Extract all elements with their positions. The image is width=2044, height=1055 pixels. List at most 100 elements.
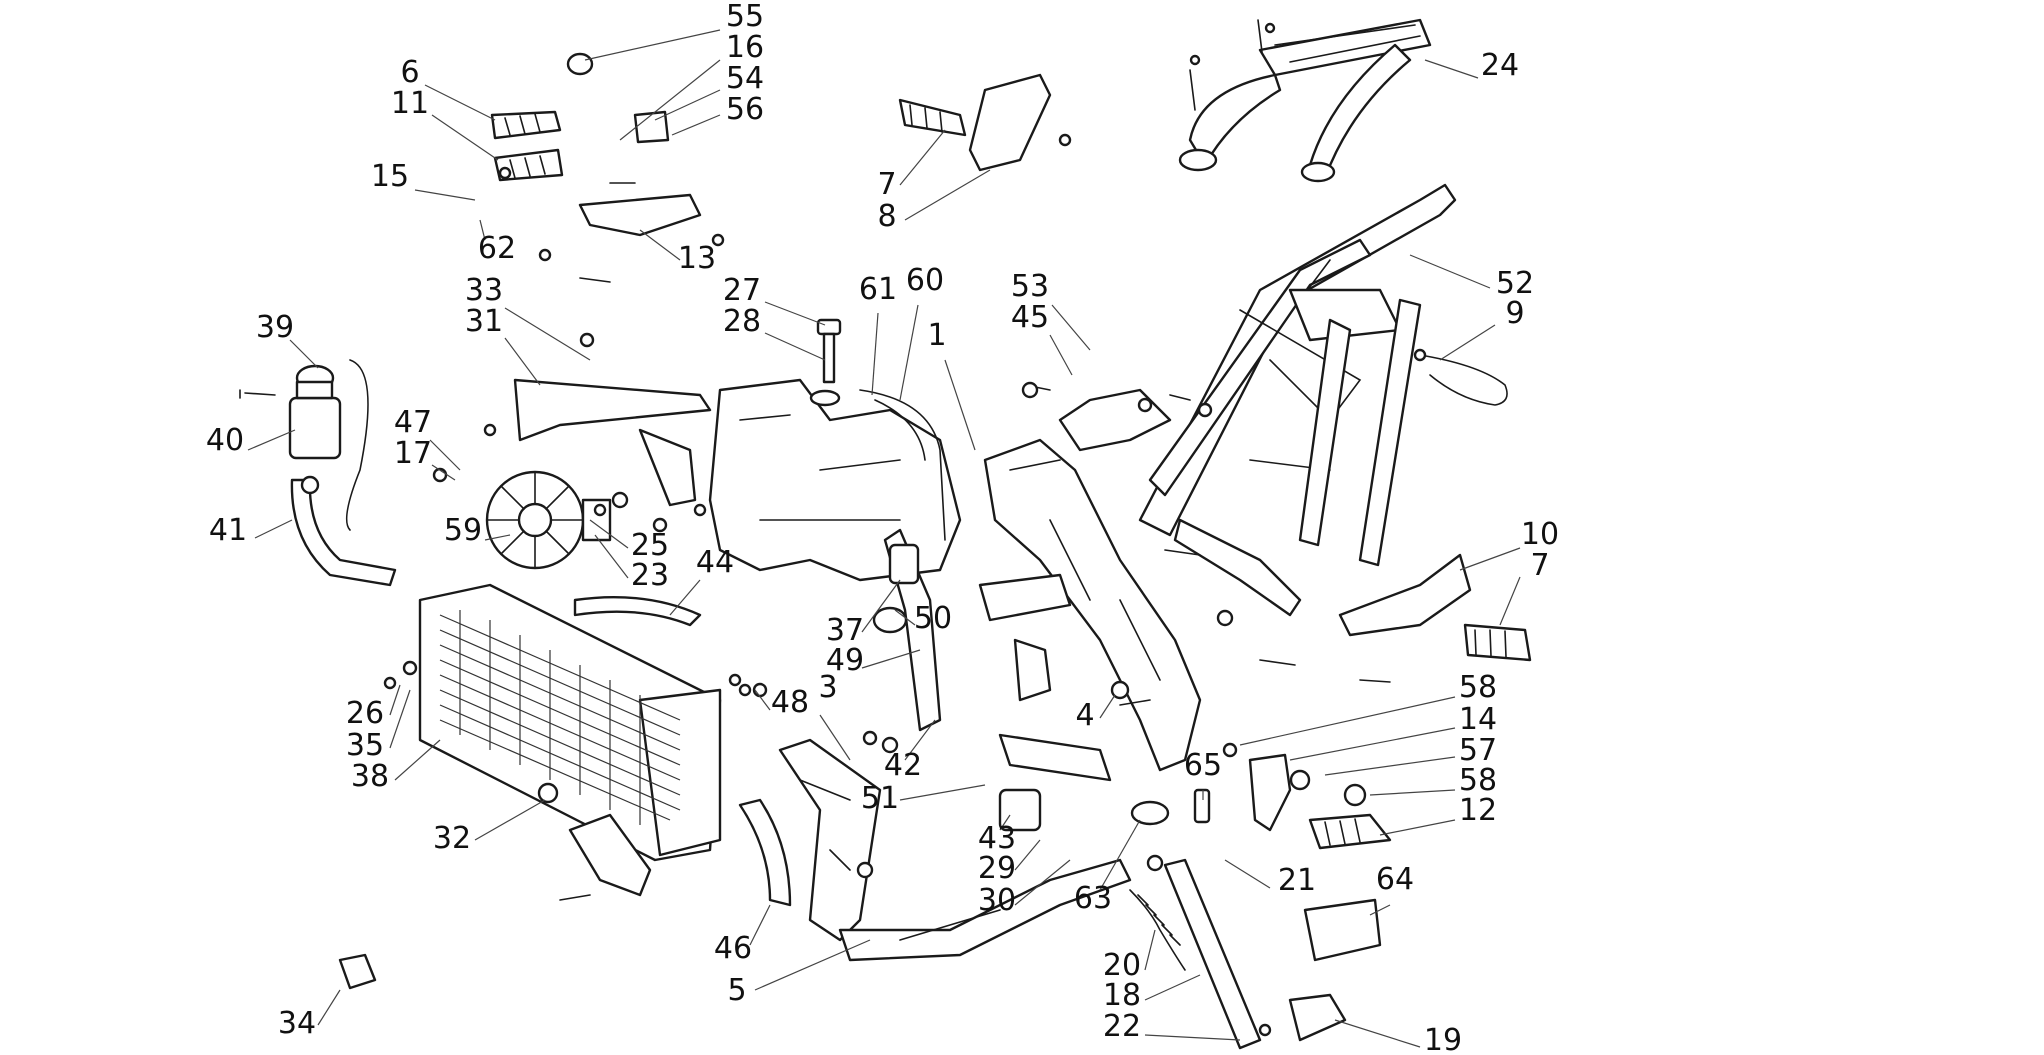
leader-line-58a bbox=[1239, 696, 1456, 746]
callout-label-43: 43 bbox=[978, 821, 1016, 856]
leader-line-32 bbox=[474, 799, 546, 841]
tank-part bbox=[708, 378, 962, 582]
footpeg-bracket-left-part bbox=[566, 52, 702, 237]
callout-label-32: 32 bbox=[433, 821, 471, 856]
leader-line-39 bbox=[289, 339, 319, 369]
shock-mount-part bbox=[872, 543, 1112, 832]
leader-line-33 bbox=[504, 307, 591, 361]
callout-label-7b: 7 bbox=[1530, 548, 1549, 583]
callout-label-53: 53 bbox=[1011, 269, 1049, 304]
leader-line-14 bbox=[1289, 727, 1456, 761]
fan-part bbox=[485, 470, 612, 570]
leader-line-24 bbox=[1424, 59, 1479, 79]
rear-subframe-part bbox=[1138, 183, 1457, 617]
leader-line-3 bbox=[819, 714, 851, 761]
leader-line-58b bbox=[1369, 789, 1456, 796]
leader-line-59 bbox=[484, 534, 511, 541]
radiator-part bbox=[418, 583, 722, 862]
leader-line-57 bbox=[1324, 756, 1456, 776]
leader-line-61 bbox=[871, 312, 879, 396]
leader-line-1 bbox=[944, 359, 976, 451]
leader-line-38 bbox=[394, 739, 441, 781]
leader-line-13 bbox=[639, 229, 681, 261]
callout-label-62: 62 bbox=[478, 231, 516, 266]
callout-label-18: 18 bbox=[1103, 978, 1141, 1013]
leader-line-45 bbox=[1049, 334, 1073, 376]
leader-line-28 bbox=[764, 332, 826, 361]
footpeg-left-part bbox=[490, 110, 564, 182]
callout-label-8: 8 bbox=[877, 199, 896, 234]
leader-line-30 bbox=[1014, 859, 1071, 906]
callout-label-27: 27 bbox=[723, 273, 761, 308]
leader-line-11 bbox=[431, 114, 499, 161]
leader-line-8 bbox=[904, 169, 991, 221]
callout-label-47: 47 bbox=[394, 405, 432, 440]
callout-label-20: 20 bbox=[1103, 948, 1141, 983]
leader-line-16 bbox=[619, 59, 721, 141]
leader-line-46 bbox=[749, 904, 771, 946]
leader-line-31 bbox=[504, 337, 541, 386]
callout-label-59: 59 bbox=[444, 513, 482, 548]
leader-line-56 bbox=[671, 114, 721, 136]
callout-label-58a: 58 bbox=[1459, 670, 1497, 705]
leader-line-10 bbox=[1459, 547, 1521, 571]
callout-label-35: 35 bbox=[346, 728, 384, 763]
callout-label-54: 54 bbox=[726, 61, 764, 96]
callout-label-45: 45 bbox=[1011, 300, 1049, 335]
leader-line-54 bbox=[654, 89, 721, 121]
radiator-lower-bracket-part bbox=[537, 782, 652, 897]
hoses-part bbox=[290, 359, 792, 907]
leader-line-53 bbox=[1051, 304, 1091, 351]
callout-label-50: 50 bbox=[914, 601, 952, 636]
callout-label-7a: 7 bbox=[877, 167, 896, 202]
callout-label-30: 30 bbox=[978, 883, 1016, 918]
callout-label-1: 1 bbox=[927, 318, 946, 353]
callout-label-65: 65 bbox=[1184, 748, 1222, 783]
callout-label-13: 13 bbox=[678, 241, 716, 276]
sensor-part bbox=[1130, 788, 1211, 826]
callout-label-14: 14 bbox=[1459, 702, 1497, 737]
leader-line-21 bbox=[1224, 859, 1271, 889]
leader-line-60 bbox=[899, 304, 919, 401]
radiator-bracket-part bbox=[513, 378, 712, 507]
callout-label-37: 37 bbox=[826, 613, 864, 648]
callout-label-44: 44 bbox=[696, 545, 734, 580]
callout-label-16: 16 bbox=[726, 30, 764, 65]
callout-label-42: 42 bbox=[884, 748, 922, 783]
leader-line-19 bbox=[1334, 1019, 1421, 1048]
callout-label-4: 4 bbox=[1075, 698, 1094, 733]
fasteners-part bbox=[239, 22, 1391, 1037]
chain-guard-part bbox=[1303, 898, 1382, 962]
callout-label-55: 55 bbox=[726, 0, 764, 34]
leader-line-4 bbox=[1099, 694, 1116, 719]
leader-line-42 bbox=[904, 719, 936, 761]
callout-label-24: 24 bbox=[1481, 48, 1519, 83]
leader-line-27 bbox=[764, 301, 826, 326]
callout-label-61: 61 bbox=[859, 272, 897, 307]
filler-cap-part bbox=[816, 318, 842, 384]
rear-carrier-part bbox=[1178, 18, 1432, 183]
leader-line-6 bbox=[424, 84, 496, 121]
callout-label-49: 49 bbox=[826, 643, 864, 678]
callout-label-40: 40 bbox=[206, 423, 244, 458]
side-stand-part bbox=[1129, 858, 1347, 1050]
leader-line-52 bbox=[1409, 254, 1491, 289]
callout-label-11: 11 bbox=[391, 86, 429, 121]
leader-line-41 bbox=[254, 519, 293, 539]
leader-line-12 bbox=[1379, 819, 1456, 836]
part-illustrations bbox=[239, 18, 1532, 1050]
callout-label-22: 22 bbox=[1103, 1009, 1141, 1044]
leader-line-55 bbox=[584, 29, 721, 61]
callout-label-60: 60 bbox=[906, 263, 944, 298]
leader-line-44 bbox=[669, 579, 701, 616]
callout-label-25: 25 bbox=[631, 528, 669, 563]
callout-label-23: 23 bbox=[631, 558, 669, 593]
leader-line-40 bbox=[247, 429, 296, 451]
leader-lines bbox=[247, 29, 1521, 1048]
leader-line-25 bbox=[589, 519, 629, 549]
leader-line-17 bbox=[431, 464, 456, 481]
leader-line-7a bbox=[899, 129, 946, 186]
